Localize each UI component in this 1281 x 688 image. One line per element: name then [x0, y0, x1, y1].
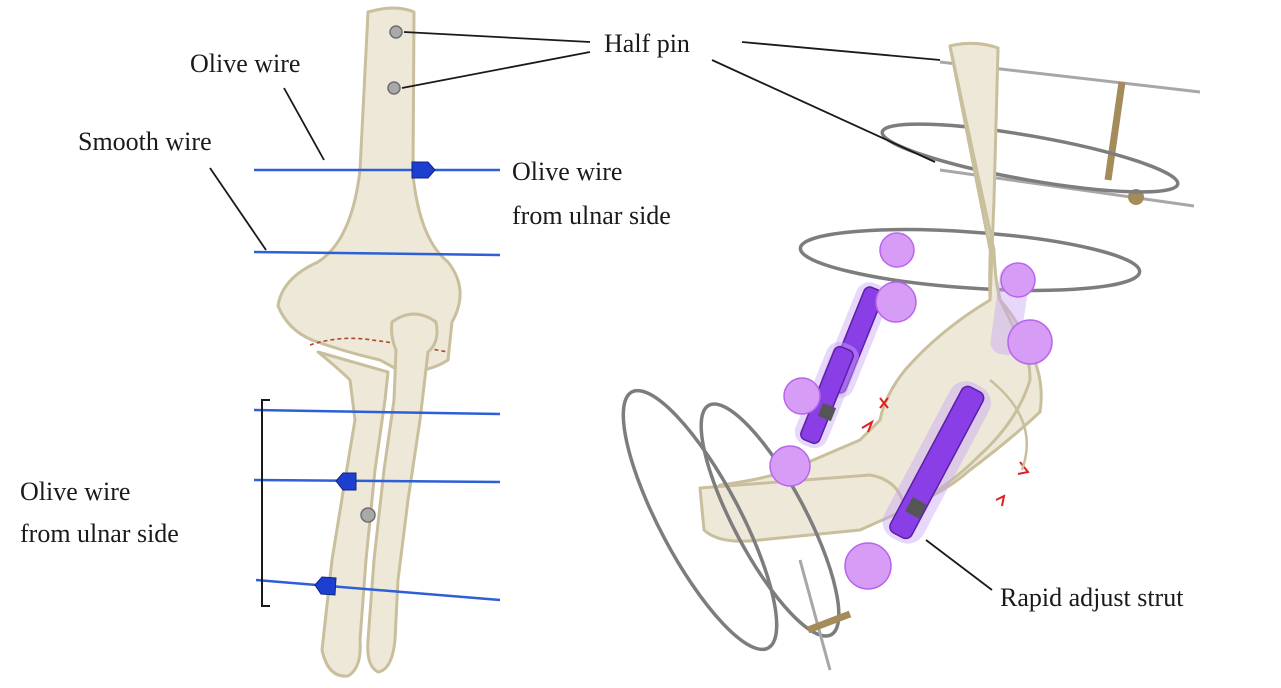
olive-bead-top	[412, 162, 435, 178]
lower-rod	[800, 560, 830, 670]
leader-rapid-adjust	[926, 540, 992, 590]
label-half-pin: Half pin	[604, 29, 690, 58]
olive-bead-forearm-2	[336, 473, 356, 490]
half-pin-1	[390, 26, 402, 38]
upper-ring-1	[878, 110, 1181, 205]
olive-bead-forearm-3	[315, 577, 336, 595]
ball-joint-1	[880, 233, 914, 267]
left-panel-ap-view: Olive wire Smooth wire Olive wire from u…	[20, 8, 671, 676]
ball-joint-5	[1001, 263, 1035, 297]
frame-connector-bar	[1108, 82, 1122, 180]
leader-olive-wire	[284, 88, 324, 160]
ball-joint-4	[770, 446, 810, 486]
label-olive-wire-ulnar-top-2: from ulnar side	[512, 201, 671, 230]
label-rapid-adjust-strut: Rapid adjust strut	[1000, 583, 1184, 612]
leader-smooth-wire	[210, 168, 266, 250]
label-olive-wire-ulnar-bottom-1: Olive wire	[20, 477, 130, 506]
label-olive-wire-ulnar-top-1: Olive wire	[512, 157, 622, 186]
leader-half-pin-2	[402, 52, 590, 88]
ball-joint-7	[845, 543, 891, 589]
leader-half-pin-right-2	[712, 60, 935, 162]
humerus-bone	[278, 8, 460, 372]
half-pin-2	[388, 82, 400, 94]
ball-joint-6	[1008, 320, 1052, 364]
leader-half-pin-right-1	[742, 42, 940, 60]
wire-forearm-2	[254, 480, 500, 482]
right-panel-hexapod-view: Rapid adjust strut	[597, 42, 1200, 670]
label-olive-wire-ulnar-bottom-2: from ulnar side	[20, 519, 179, 548]
ball-joint-2	[876, 282, 916, 322]
label-smooth-wire: Smooth wire	[78, 127, 212, 156]
half-pin-3	[361, 508, 375, 522]
smooth-wire	[254, 252, 500, 255]
bracket	[262, 400, 270, 606]
ball-joint-3	[784, 378, 820, 414]
correction-arrow-4	[996, 496, 1004, 506]
label-olive-wire-top: Olive wire	[190, 49, 300, 78]
leader-half-pin-1	[404, 32, 590, 42]
upper-ring-2	[798, 220, 1141, 300]
